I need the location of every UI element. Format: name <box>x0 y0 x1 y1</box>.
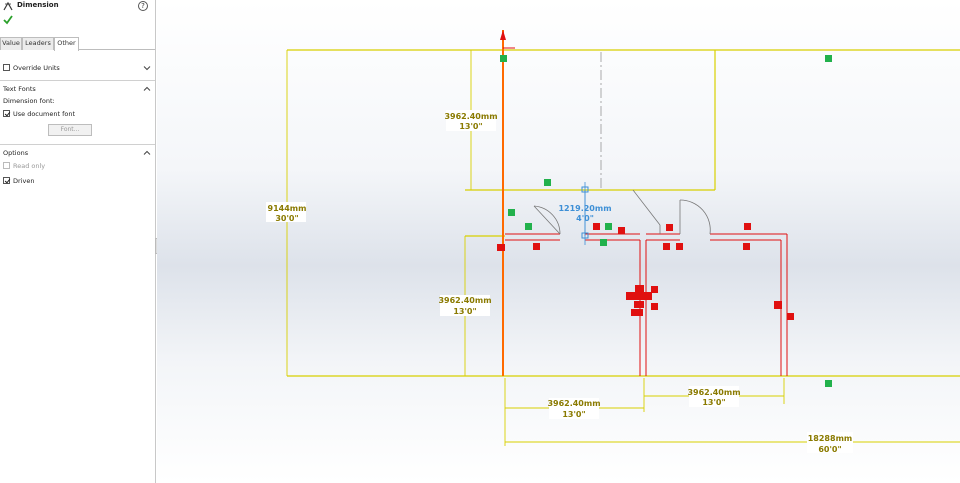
lower-height-mm[interactable]: 3962.40mm <box>438 296 491 305</box>
tab-other[interactable]: Other <box>54 37 79 51</box>
sketch-drawing[interactable]: 9144mm 30'0" 3962.40mm 13'0" 3962.40mm 1… <box>157 0 960 483</box>
panel-header: Dimension ? <box>0 0 155 12</box>
label-backdrop <box>549 398 599 419</box>
bottom-left-mm[interactable]: 3962.40mm <box>547 399 600 408</box>
label-backdrop <box>266 202 306 222</box>
ok-checkmark-icon[interactable] <box>3 15 13 25</box>
graphics-area[interactable]: 9144mm 30'0" 3962.40mm 13'0" 3962.40mm 1… <box>157 0 960 483</box>
read-only-label: Read only <box>13 162 46 170</box>
overall-width-mm[interactable]: 18288mm <box>808 434 853 443</box>
upper-height-ft[interactable]: 13'0" <box>459 122 482 131</box>
overall-height-ft[interactable]: 30'0" <box>275 214 298 223</box>
chevron-up-icon[interactable] <box>143 85 151 93</box>
sketch-relation-icons[interactable] <box>500 55 832 387</box>
help-icon[interactable]: ? <box>138 1 148 11</box>
dimension-icon <box>3 1 13 11</box>
read-only-checkbox <box>3 162 10 169</box>
lower-height-ft[interactable]: 13'0" <box>453 307 476 316</box>
door-width-mm[interactable]: 1219.20mm <box>558 204 611 213</box>
dimension-handle[interactable] <box>581 232 589 239</box>
upper-height-mm[interactable]: 3962.40mm <box>444 112 497 121</box>
chevron-down-icon[interactable] <box>143 64 151 72</box>
bottom-left-ft[interactable]: 13'0" <box>562 410 585 419</box>
door-swings <box>533 189 711 235</box>
override-units-row[interactable]: Override Units <box>0 62 155 76</box>
overall-height-mm[interactable]: 9144mm <box>268 204 307 213</box>
label-backdrop <box>440 295 490 316</box>
override-units-checkbox[interactable] <box>3 64 10 71</box>
overall-width-ft[interactable]: 60'0" <box>818 445 841 454</box>
driven-checkbox[interactable] <box>3 177 10 184</box>
dimension-font-label: Dimension font: <box>3 97 55 105</box>
section-divider <box>0 144 155 145</box>
use-document-font-label: Use document font <box>13 110 76 118</box>
override-units-label: Override Units <box>13 64 60 72</box>
text-fonts-header: Text Fonts <box>3 85 36 93</box>
label-backdrop <box>689 386 739 407</box>
property-manager-panel: Dimension ? Value Leaders Other Override… <box>0 0 156 483</box>
walls[interactable] <box>505 233 788 376</box>
driven-row[interactable]: Driven <box>0 176 155 188</box>
options-section-header[interactable]: Options <box>0 148 155 160</box>
label-backdrop <box>446 110 496 131</box>
label-backdrop <box>807 432 853 453</box>
options-header: Options <box>3 149 29 157</box>
sketch-outline[interactable] <box>287 49 960 377</box>
property-tabs: Value Leaders Other <box>0 37 155 51</box>
text-fonts-section-header[interactable]: Text Fonts <box>0 84 155 96</box>
section-divider <box>0 80 155 81</box>
use-document-font-checkbox[interactable] <box>3 110 10 117</box>
dimension-handle[interactable] <box>581 186 589 193</box>
use-document-font-row[interactable]: Use document font <box>0 109 155 121</box>
origin-arrow-icon <box>500 30 506 40</box>
dimension-labels[interactable]: 9144mm 30'0" 3962.40mm 13'0" 3962.40mm 1… <box>266 110 853 454</box>
wall-markers <box>497 223 794 320</box>
font-button[interactable]: Font... <box>48 124 92 136</box>
bottom-right-mm[interactable]: 3962.40mm <box>687 388 740 397</box>
read-only-row: Read only <box>0 161 155 173</box>
tab-value[interactable]: Value <box>0 37 22 50</box>
tab-leaders[interactable]: Leaders <box>22 37 54 50</box>
panel-title: Dimension <box>17 1 59 9</box>
chevron-up-icon[interactable] <box>143 149 151 157</box>
bottom-right-ft[interactable]: 13'0" <box>702 398 725 407</box>
dimension-lines <box>286 50 960 446</box>
door-width-ft[interactable]: 4'0" <box>576 214 594 223</box>
driven-label: Driven <box>13 177 35 185</box>
